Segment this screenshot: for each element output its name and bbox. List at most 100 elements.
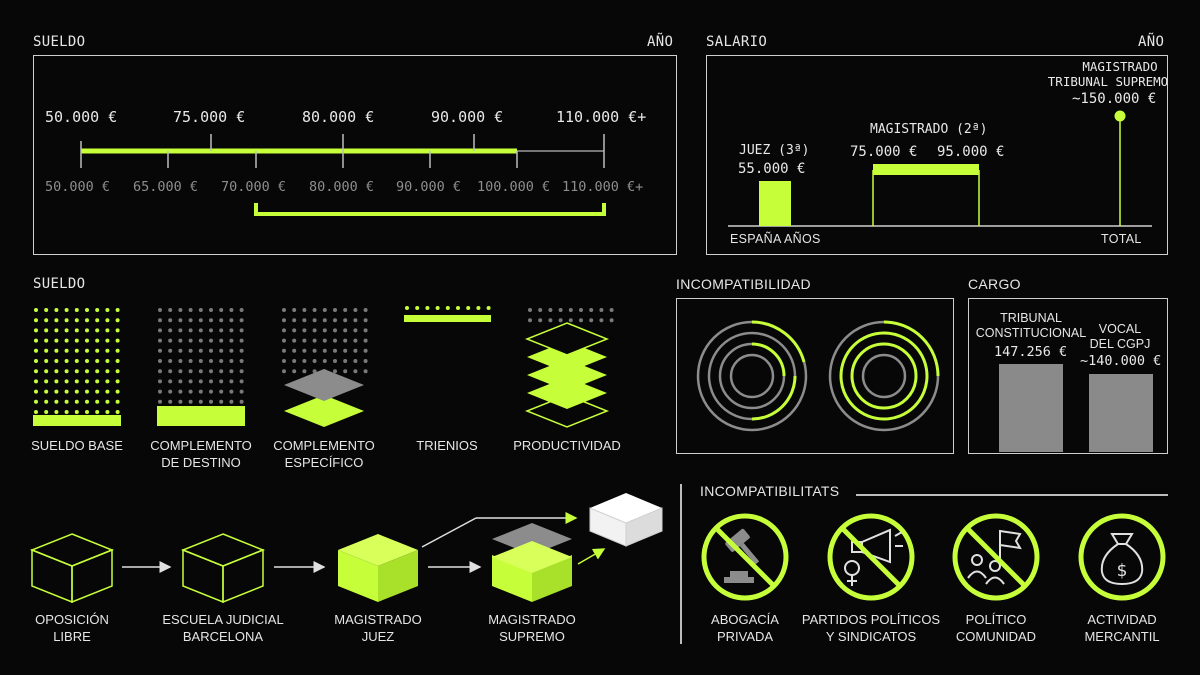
dot-mark bbox=[105, 308, 110, 312]
salario-chart-graphic bbox=[728, 110, 1152, 227]
dot-mark bbox=[158, 369, 162, 374]
salario-axis-left-label: ESPAÑA AÑOS bbox=[730, 232, 821, 246]
dot-mark bbox=[54, 359, 59, 363]
dot-mark bbox=[178, 359, 183, 363]
dot-mark bbox=[229, 359, 234, 363]
magistrado-label: MAGISTRADO (2ª) bbox=[870, 122, 988, 137]
dot-mark bbox=[54, 338, 59, 343]
dot-mark bbox=[188, 328, 193, 333]
dot-mark bbox=[282, 359, 286, 363]
dot-mark bbox=[74, 318, 79, 323]
dot-mark bbox=[333, 369, 337, 374]
dot-mark bbox=[322, 338, 327, 343]
dot-mark bbox=[302, 328, 307, 333]
dot-mark bbox=[74, 389, 79, 394]
dot-mark bbox=[158, 399, 162, 404]
tc-bar bbox=[999, 364, 1063, 452]
dot-mark bbox=[34, 389, 38, 394]
dot-mark bbox=[302, 348, 307, 353]
dot-mark bbox=[209, 328, 213, 333]
dot-mark bbox=[198, 348, 203, 353]
dot-mark bbox=[198, 338, 203, 343]
dot-mark bbox=[343, 369, 348, 374]
dot-mark bbox=[343, 318, 348, 323]
dot-mark bbox=[44, 410, 49, 414]
dot-mark bbox=[363, 369, 368, 374]
dot-mark bbox=[178, 308, 183, 312]
dot-mark bbox=[188, 399, 193, 404]
dot-mark bbox=[282, 328, 286, 333]
bottom-tick-label: 90.000 € bbox=[396, 179, 462, 195]
dot-mark bbox=[548, 308, 553, 312]
dot-mark bbox=[219, 308, 224, 312]
dot-mark bbox=[168, 338, 173, 343]
career-step-line: ESCUELA JUDICIAL bbox=[162, 612, 284, 627]
supremo-label-line: TRIBUNAL SUPREMO bbox=[1047, 74, 1169, 89]
cgpj-label: VOCAL DEL CGPJ bbox=[1085, 322, 1155, 352]
rings-left-icon bbox=[696, 320, 808, 432]
dot-mark bbox=[363, 338, 368, 343]
dot-mark bbox=[343, 328, 348, 333]
juez-label: JUEZ (3ª) bbox=[739, 143, 810, 158]
supremo-marker bbox=[1114, 110, 1126, 122]
incompatibilitats-title: INCOMPATIBILITATS bbox=[700, 483, 840, 499]
supremo-label-line: MAGISTRADO bbox=[1082, 59, 1158, 74]
dot-mark bbox=[34, 369, 38, 374]
dot-mark bbox=[589, 308, 594, 312]
dot-mark bbox=[229, 308, 234, 312]
dot-mark bbox=[64, 318, 69, 323]
dot-mark bbox=[209, 399, 213, 404]
dot-mark bbox=[168, 389, 173, 394]
dot-mark bbox=[158, 308, 162, 312]
dot-mark bbox=[64, 338, 69, 343]
dot-mark bbox=[219, 328, 224, 333]
dot-mark bbox=[209, 369, 213, 374]
dot-mark bbox=[415, 306, 420, 310]
gavel-icon bbox=[701, 513, 789, 601]
dot-mark bbox=[209, 338, 213, 343]
dot-mark bbox=[188, 379, 193, 384]
dot-mark bbox=[168, 369, 173, 374]
white-cube-icon bbox=[589, 493, 663, 547]
top-tick-label: 110.000 €+ bbox=[556, 108, 647, 126]
dot-mark bbox=[589, 318, 594, 323]
dot-mark bbox=[115, 348, 120, 353]
dot-mark bbox=[64, 328, 69, 333]
dot-mark bbox=[105, 359, 110, 363]
dot-mark bbox=[158, 389, 162, 394]
money-bag-icon: $ bbox=[1078, 513, 1166, 601]
dot-mark bbox=[528, 308, 532, 312]
dot-mark bbox=[74, 338, 79, 343]
dot-mark bbox=[239, 308, 244, 312]
dot-mark bbox=[115, 369, 120, 374]
magistrado-range-bar bbox=[873, 164, 979, 175]
dot-mark bbox=[44, 308, 49, 312]
supremo-value: ~150.000 € bbox=[1072, 91, 1157, 107]
dot-mark bbox=[115, 338, 120, 343]
dot-mark bbox=[95, 369, 100, 374]
dot-mark bbox=[282, 308, 286, 312]
dot-mark bbox=[229, 328, 234, 333]
rings-right-icon bbox=[828, 320, 940, 432]
dot-mark bbox=[64, 379, 69, 384]
magistrado-supremo-cube-icon bbox=[492, 523, 572, 602]
dot-mark bbox=[343, 308, 348, 312]
dot-mark bbox=[312, 338, 317, 343]
dot-mark bbox=[105, 379, 110, 384]
dot-mark bbox=[239, 318, 244, 323]
dot-mark bbox=[209, 359, 213, 363]
dot-mark bbox=[115, 328, 120, 333]
dot-mark bbox=[538, 318, 543, 323]
dot-mark bbox=[353, 328, 358, 333]
dot-mark bbox=[363, 318, 368, 323]
dot-mark bbox=[74, 369, 79, 374]
dot-mark bbox=[219, 399, 224, 404]
dot-mark bbox=[312, 359, 317, 363]
dot-mark bbox=[363, 328, 368, 333]
cgpj-value: ~140.000 € bbox=[1080, 353, 1162, 369]
component-caption: COMPLEMENTO ESPECÍFICO bbox=[264, 437, 384, 471]
dot-mark bbox=[95, 318, 100, 323]
dot-mark bbox=[95, 359, 100, 363]
dot-mark bbox=[292, 318, 297, 323]
